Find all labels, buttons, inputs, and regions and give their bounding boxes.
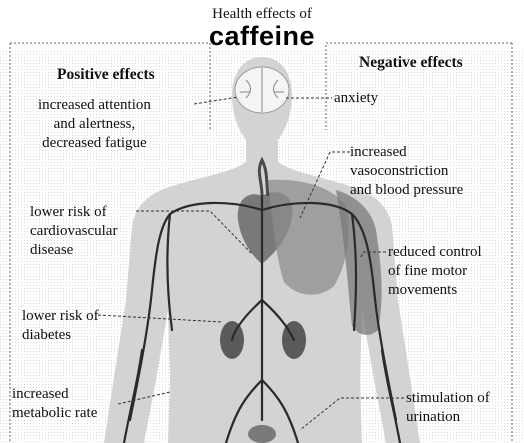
effect-motor-line-3: movements (388, 281, 482, 300)
effect-vasoconstriction-line-1: increased (350, 143, 463, 162)
effect-urination-line-2: urination (406, 408, 490, 427)
positive-effects-heading: Positive effects (57, 66, 155, 84)
effect-urination-line-1: stimulation of (406, 389, 490, 408)
effect-alertness-line-2: and alertness, (38, 115, 151, 134)
effect-diabetes-line-2: diabetes (22, 326, 99, 345)
effect-diabetes: lower risk of diabetes (22, 307, 99, 345)
effect-vasoconstriction-line-2: vasoconstriction (350, 162, 463, 181)
effect-motor-line-2: of fine motor (388, 262, 482, 281)
effect-diabetes-line-1: lower risk of (22, 307, 99, 326)
effect-metabolic: increased metabolic rate (12, 385, 97, 423)
effect-metabolic-line-2: metabolic rate (12, 404, 97, 423)
bladder-icon (248, 425, 276, 443)
effect-motor-line-1: reduced control (388, 243, 482, 262)
effect-alertness: increased attention and alertness, decre… (38, 96, 151, 153)
effect-vasoconstriction: increased vasoconstriction and blood pre… (350, 143, 463, 200)
effect-metabolic-line-1: increased (12, 385, 97, 404)
effect-anxiety: anxiety (334, 89, 378, 108)
effect-cardio: lower risk of cardiovascular disease (30, 203, 117, 260)
negative-effects-heading: Negative effects (359, 54, 463, 72)
effect-cardio-line-1: lower risk of (30, 203, 117, 222)
effect-motor: reduced control of fine motor movements (388, 243, 482, 300)
effect-cardio-line-2: cardiovascular (30, 222, 117, 241)
effect-anxiety-line-1: anxiety (334, 89, 378, 108)
diagram-title: caffeine (0, 21, 524, 52)
effect-alertness-line-1: increased attention (38, 96, 151, 115)
effect-alertness-line-3: decreased fatigue (38, 134, 151, 153)
effect-urination: stimulation of urination (406, 389, 490, 427)
effect-vasoconstriction-line-3: and blood pressure (350, 181, 463, 200)
effect-cardio-line-3: disease (30, 241, 117, 260)
